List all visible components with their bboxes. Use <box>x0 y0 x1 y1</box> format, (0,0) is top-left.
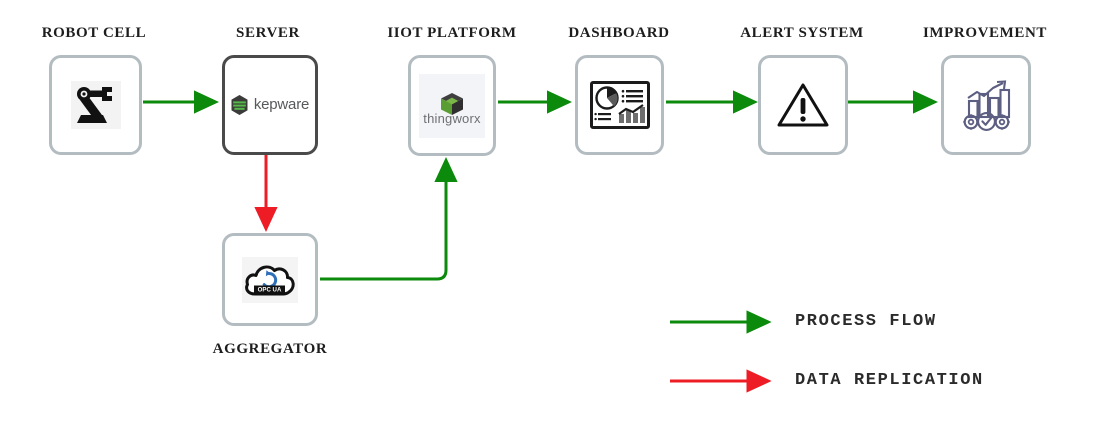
dashboard-chart-icon <box>589 81 650 129</box>
node-iiot-platform[interactable]: thingworx <box>408 55 496 156</box>
node-label-alert-system: ALERT SYSTEM <box>740 25 864 41</box>
node-label-dashboard: DASHBOARD <box>568 25 670 41</box>
arrow-aggregator-to-iiot <box>320 157 458 281</box>
node-alert-system[interactable] <box>758 55 848 155</box>
node-label-aggregator: AGGREGATOR <box>212 341 328 357</box>
node-dashboard[interactable] <box>575 55 664 155</box>
node-label-iiot-platform: IIOT PLATFORM <box>387 25 517 41</box>
node-improvement[interactable] <box>941 55 1031 155</box>
legend-label-process-flow: PROCESS FLOW <box>795 312 937 331</box>
node-server[interactable]: kepware <box>222 55 318 155</box>
growth-gears-icon <box>957 79 1015 131</box>
thingworx-logo-icon: thingworx <box>419 73 485 138</box>
legend-label-data-replication: DATA REPLICATION <box>795 371 984 390</box>
robot-arm-icon <box>70 81 121 129</box>
node-aggregator[interactable]: OPC UA <box>222 233 318 326</box>
warning-triangle-icon <box>776 81 830 129</box>
kepware-logo-icon: kepware <box>231 95 309 115</box>
node-label-robot-cell: ROBOT CELL <box>41 25 147 41</box>
opc-ua-cloud-icon: OPC UA <box>242 256 298 303</box>
node-label-improvement: IMPROVEMENT <box>922 25 1048 41</box>
node-robot-cell[interactable] <box>49 55 142 155</box>
node-label-server: SERVER <box>236 25 300 41</box>
opc-ua-wordmark: OPC UA <box>258 286 282 293</box>
